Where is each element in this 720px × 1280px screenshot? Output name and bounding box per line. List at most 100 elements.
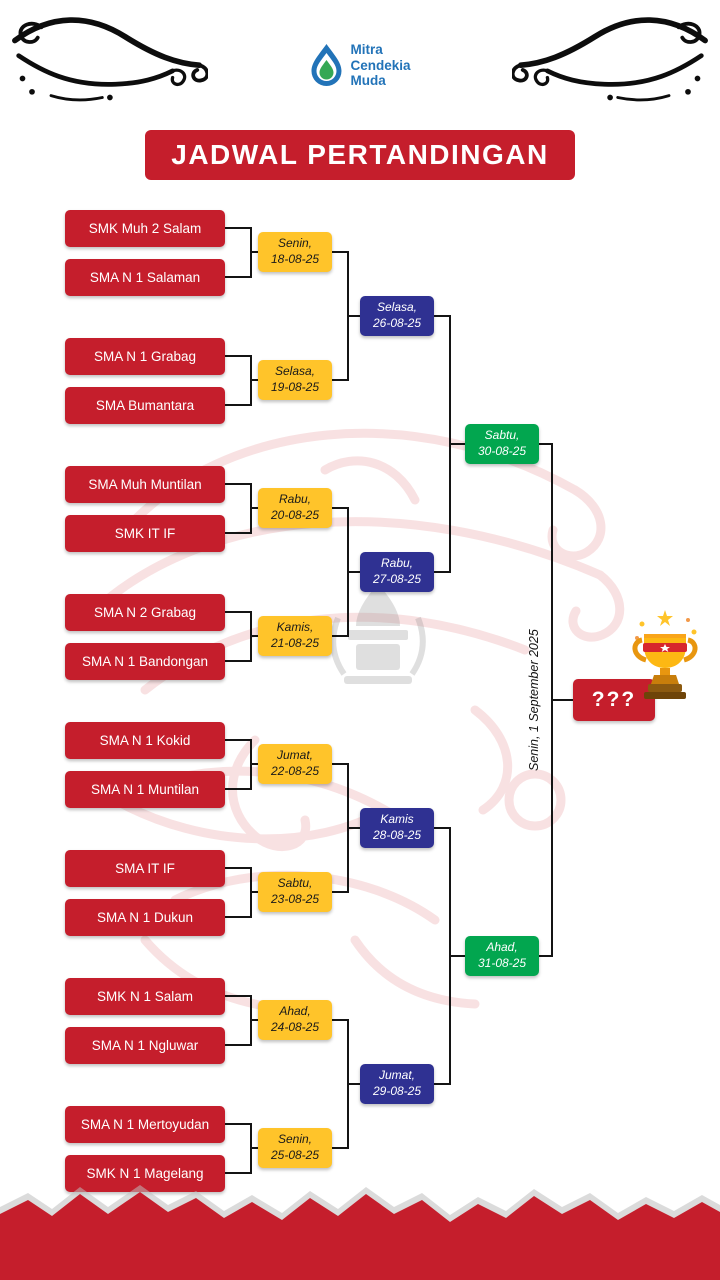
match-day: Jumat,: [378, 1068, 415, 1083]
match-date: 29-08-25: [372, 1084, 422, 1098]
round1-match-box: Jumat, 22-08-25: [258, 744, 332, 784]
organizer-logo: Mitra Cendekia Muda: [309, 42, 411, 89]
bracket-connector-line: [332, 635, 349, 637]
team-box: SMA N 1 Grabag: [65, 338, 225, 375]
match-date: 31-08-25: [477, 956, 527, 970]
match-day: Sabtu,: [484, 428, 520, 443]
team-box: SMA N 1 Kokid: [65, 722, 225, 759]
match-day: Ahad,: [279, 1004, 311, 1019]
round1-match-box: Selasa, 19-08-25: [258, 360, 332, 400]
match-date: 22-08-25: [270, 764, 320, 778]
bracket-connector-line: [225, 660, 252, 662]
match-day: Senin,: [277, 236, 313, 251]
bracket-connector-line: [225, 867, 252, 869]
organizer-name-line3: Muda: [350, 73, 386, 89]
match-date: 26-08-25: [372, 316, 422, 330]
bracket-connector-line: [250, 635, 264, 637]
match-day: Selasa,: [274, 364, 316, 379]
bracket-connector-line: [332, 1019, 349, 1021]
flourish-ornament-right: [512, 17, 708, 102]
bracket-connector-line: [250, 507, 264, 509]
match-date: 25-08-25: [270, 1148, 320, 1162]
bracket-connector-line: [347, 571, 362, 573]
drop-logo-icon: [311, 44, 342, 87]
flourish-ornament-left: [12, 17, 208, 102]
team-box: SMA N 1 Bandongan: [65, 643, 225, 680]
round2-match-box: Rabu, 27-08-25: [360, 552, 434, 592]
team-box: SMA IT IF: [65, 850, 225, 887]
bracket-connector-line: [225, 1123, 252, 1125]
bracket-connector-line: [250, 1147, 264, 1149]
bracket-connector-line: [347, 1083, 362, 1085]
final-date-label: Senin, 1 September 2025: [527, 629, 541, 771]
match-day: Jumat,: [276, 748, 313, 763]
match-day: Selasa,: [376, 300, 418, 315]
round1-match-box: Senin, 18-08-25: [258, 232, 332, 272]
team-box: SMA N 1 Salaman: [65, 259, 225, 296]
school-emblem-watermark: [330, 584, 426, 684]
bracket-connector-line: [332, 891, 349, 893]
page-title: JADWAL PERTANDINGAN: [145, 130, 575, 180]
team-box: SMA N 1 Dukun: [65, 899, 225, 936]
team-box: SMA N 2 Grabag: [65, 594, 225, 631]
bracket-connector-line: [434, 1083, 451, 1085]
team-box: SMK N 1 Magelang: [65, 1155, 225, 1192]
bracket-connector-line: [250, 763, 264, 765]
match-day: Kamis: [380, 812, 414, 827]
organizer-name-line1: Mitra: [350, 42, 383, 57]
team-box: SMA Muh Muntilan: [65, 466, 225, 503]
bracket-connector-line: [225, 995, 252, 997]
organizer-name: Mitra Cendekia Muda: [350, 42, 410, 89]
bracket-connector-line: [434, 315, 451, 317]
bracket-connector-line: [347, 827, 362, 829]
round2-match-box: Selasa, 26-08-25: [360, 296, 434, 336]
match-day: Rabu,: [278, 492, 312, 507]
bracket-connector-line: [332, 251, 349, 253]
match-date: 27-08-25: [372, 572, 422, 586]
match-day: Senin,: [277, 1132, 313, 1147]
team-box: SMA Bumantara: [65, 387, 225, 424]
bracket-connector-line: [225, 611, 252, 613]
match-date: 18-08-25: [270, 252, 320, 266]
bracket-connector-line: [225, 483, 252, 485]
bracket-connector-line: [250, 1019, 264, 1021]
bracket-connector-line: [225, 404, 252, 406]
bracket-connector-line: [434, 571, 451, 573]
bracket-connector-line: [434, 827, 451, 829]
bracket-connector-line: [225, 355, 252, 357]
bracket-connector-line: [225, 739, 252, 741]
bracket-connector-line: [250, 891, 264, 893]
bracket-connector-line: [449, 443, 467, 445]
bracket-connector-line: [250, 251, 264, 253]
bracket-connector-line: [225, 916, 252, 918]
bracket-connector-line: [332, 379, 349, 381]
round1-match-box: Senin, 25-08-25: [258, 1128, 332, 1168]
bracket-connector-line: [225, 1044, 252, 1046]
round2-match-box: Kamis 28-08-25: [360, 808, 434, 848]
bracket-connector-line: [225, 227, 252, 229]
match-date: 30-08-25: [477, 444, 527, 458]
semifinal-match-box: Sabtu, 30-08-25: [465, 424, 539, 464]
bracket-connector-line: [539, 443, 553, 445]
torn-paper-edge: [0, 1185, 720, 1280]
team-box: SMA N 1 Ngluwar: [65, 1027, 225, 1064]
match-day: Kamis,: [276, 620, 314, 635]
match-date: 23-08-25: [270, 892, 320, 906]
match-date: 19-08-25: [270, 380, 320, 394]
team-box: SMK N 1 Salam: [65, 978, 225, 1015]
bracket-connector-line: [332, 1147, 349, 1149]
team-box: SMK IT IF: [65, 515, 225, 552]
bracket-connector-line: [539, 955, 553, 957]
bracket-connector-line: [225, 1172, 252, 1174]
round1-match-box: Ahad, 24-08-25: [258, 1000, 332, 1040]
round1-match-box: Rabu, 20-08-25: [258, 488, 332, 528]
round1-match-box: Kamis, 21-08-25: [258, 616, 332, 656]
bracket-connector-line: [250, 379, 264, 381]
match-day: Sabtu,: [277, 876, 313, 891]
match-date: 20-08-25: [270, 508, 320, 522]
champion-placeholder-box: ???: [573, 679, 655, 721]
match-date: 21-08-25: [270, 636, 320, 650]
bracket-connector-line: [347, 315, 362, 317]
bracket-connector-line: [332, 763, 349, 765]
organizer-name-line2: Cendekia: [350, 57, 411, 73]
